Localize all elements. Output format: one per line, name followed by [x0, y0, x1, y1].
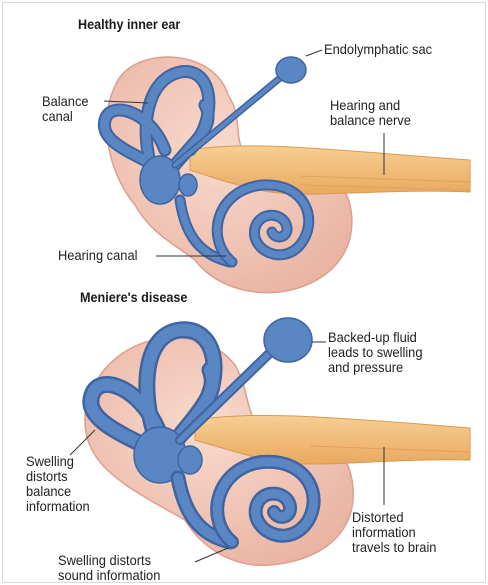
label-swelling-sound: Swelling distorts sound information: [58, 553, 160, 583]
meniere-endolymphatic-sac: [264, 318, 312, 362]
label-endolymphatic-sac: Endolymphatic sac: [324, 42, 432, 57]
healthy-heading: Healthy inner ear: [78, 16, 180, 32]
healthy-ear-illustration: [104, 57, 470, 293]
label-hearing-canal: Hearing canal: [58, 248, 137, 263]
label-balance-canal: Balance canal: [42, 94, 89, 124]
label-swelling-balance: Swelling distorts balance information: [26, 454, 90, 514]
label-backed-up-fluid: Backed-up fluid leads to swelling and pr…: [328, 330, 423, 375]
meniere-heading: Meniere's disease: [80, 289, 187, 305]
healthy-endolymphatic-sac: [276, 57, 306, 83]
label-distorted-information: Distorted information travels to brain: [352, 510, 436, 555]
label-hearing-nerve: Hearing and balance nerve: [330, 98, 411, 128]
